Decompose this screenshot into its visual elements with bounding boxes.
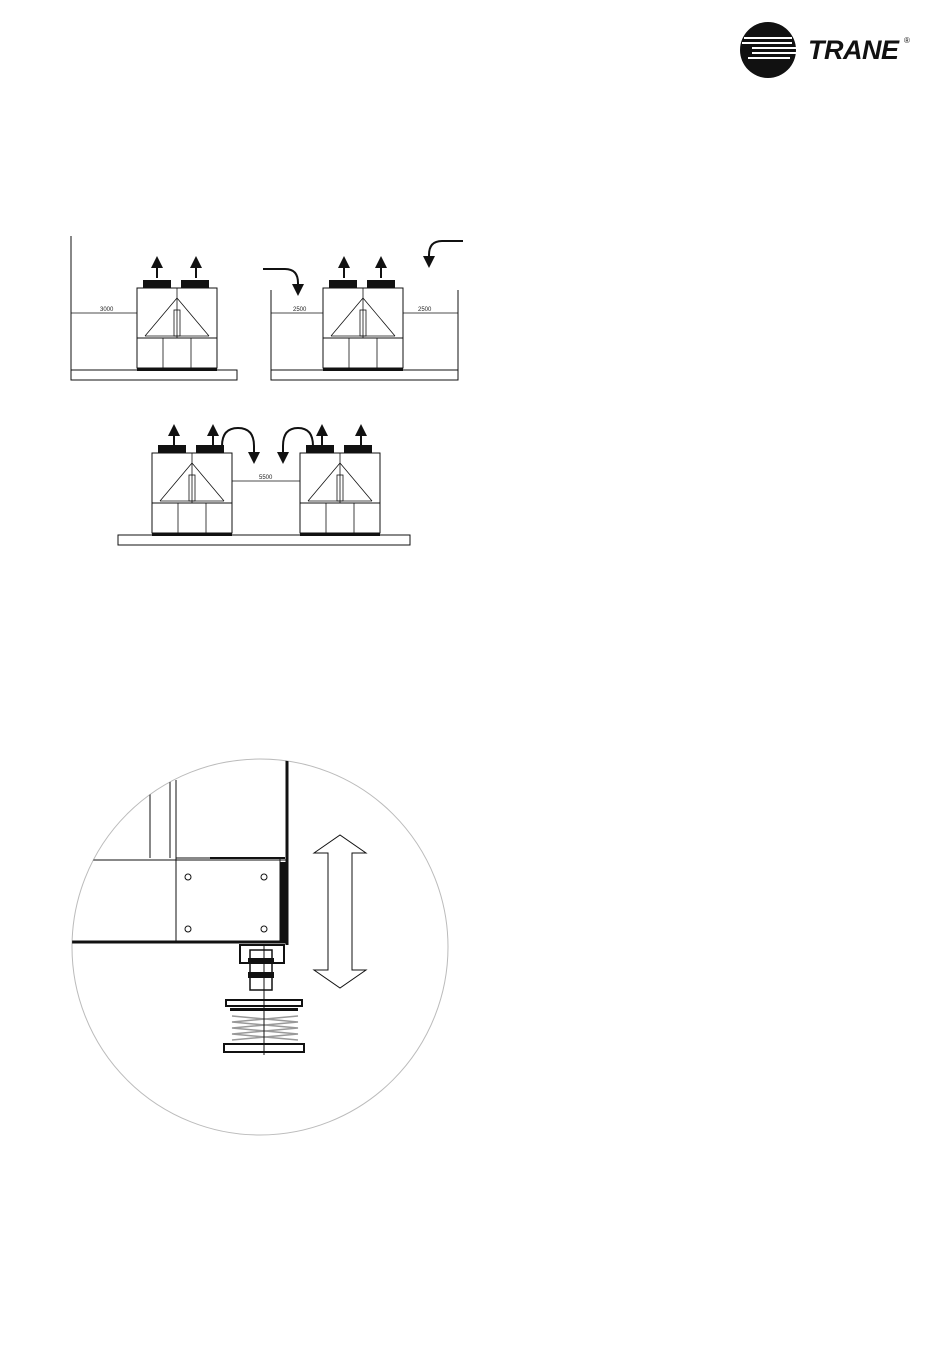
clearance-panel-wall-left: 3000 (71, 236, 237, 380)
clearance-diagram: 3000 2500 2500 5500 (0, 0, 950, 620)
clearance-panel-two-units: 5500 (118, 428, 410, 545)
clearance-panel-two-walls: 2500 2500 (263, 241, 463, 380)
detail-circle (72, 759, 448, 1135)
clearance-label-5500: 5500 (259, 475, 273, 481)
clearance-label-2500-right: 2500 (418, 307, 432, 313)
clearance-label-2500-left: 2500 (293, 307, 307, 313)
clearance-label-3000: 3000 (100, 307, 114, 313)
